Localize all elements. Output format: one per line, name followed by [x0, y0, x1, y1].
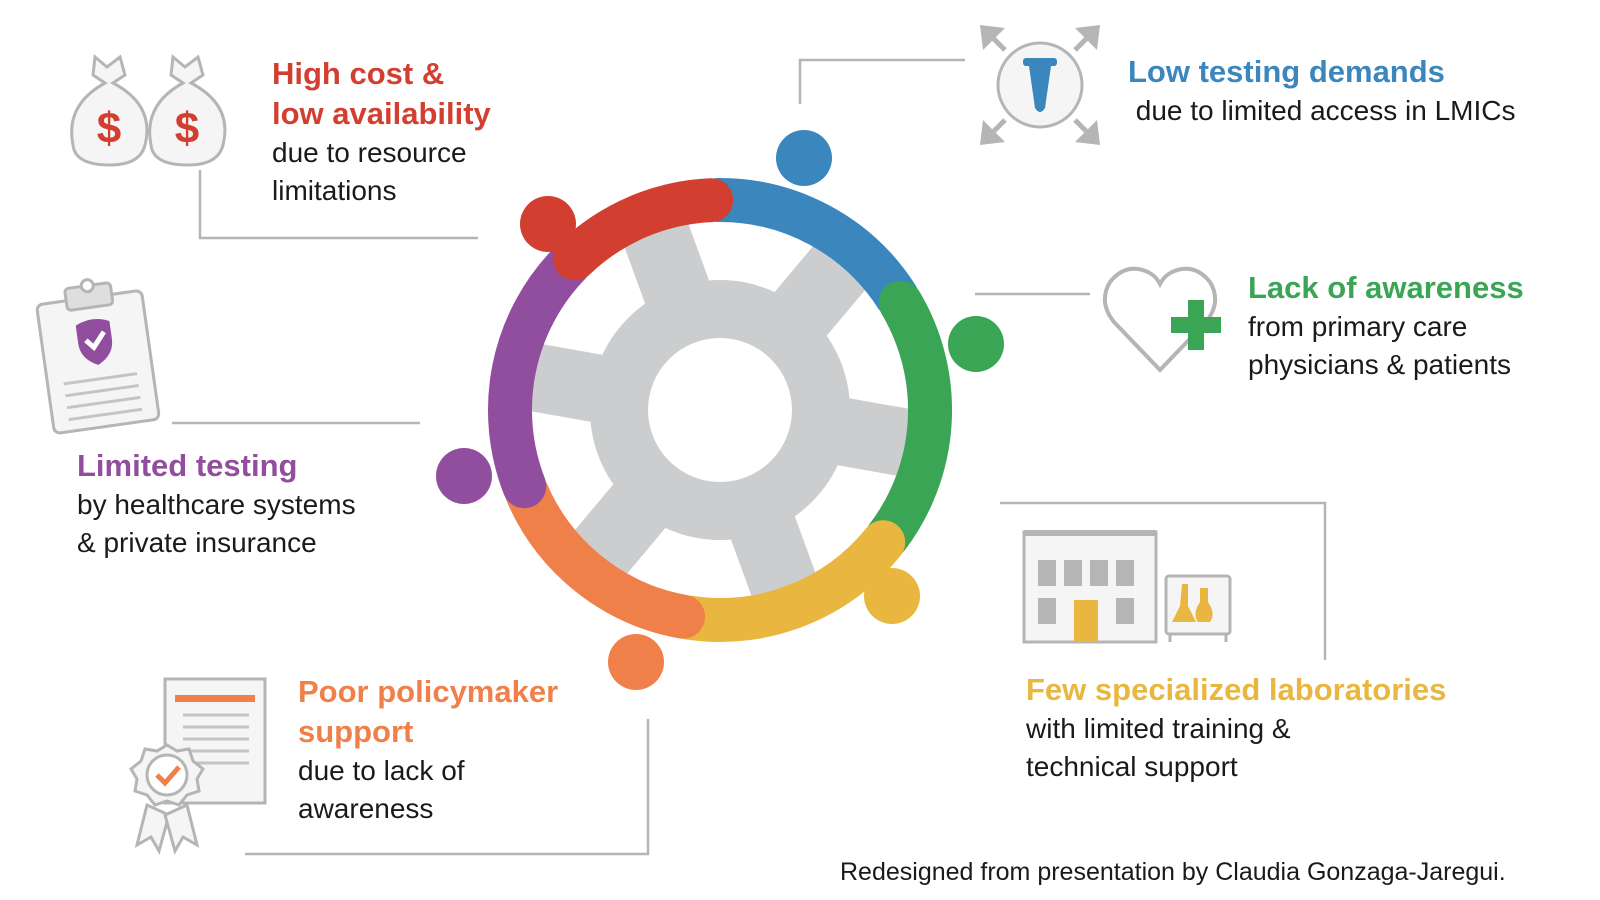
callout-low-testing-demands: Low testing demands due to limited acces… [1128, 52, 1516, 130]
callout-title: Lack of awareness [1248, 270, 1524, 305]
segment-purple [488, 241, 592, 509]
callout-title: low availability [272, 96, 491, 131]
callout-poor-policymaker-support: Poor policymaker support due to lack of … [298, 672, 558, 828]
callout-few-specialized-laboratories: Few specialized laboratories with limite… [1026, 670, 1446, 786]
callout-body: due to resource [272, 137, 467, 168]
callout-body: by healthcare systems [77, 489, 356, 520]
dollar-sign: $ [97, 104, 121, 153]
callout-body: & private insurance [77, 527, 317, 558]
callout-title: High cost & [272, 56, 445, 91]
heart-plus-icon [1102, 266, 1221, 373]
segment-green [865, 280, 952, 560]
callout-high-cost: High cost & low availability due to reso… [272, 54, 491, 210]
callout-body: technical support [1026, 751, 1238, 782]
person-head-green [948, 316, 1004, 372]
callout-title: Poor policymaker [298, 674, 559, 709]
segment-blue [695, 177, 919, 319]
callout-title: Few specialized laboratories [1026, 672, 1447, 707]
callout-title: support [298, 714, 414, 749]
person-head-purple [436, 448, 492, 504]
dollar-sign: $ [175, 104, 199, 153]
callout-body: from primary care [1248, 311, 1468, 342]
laboratory-building-icon [1022, 530, 1232, 644]
person-head-blue [776, 130, 832, 186]
callout-limited-testing: Limited testing by healthcare systems & … [77, 446, 356, 562]
source-credit: Redesigned from presentation by Claudia … [840, 858, 1506, 886]
segment-red [552, 178, 734, 281]
callout-title: Low testing demands [1128, 54, 1445, 89]
person-head-red [520, 196, 576, 252]
segment-yellow [667, 520, 906, 642]
certificate-icon [129, 677, 267, 855]
person-head-orange [608, 634, 664, 690]
callout-title: Limited testing [77, 448, 298, 483]
test-tube-expand-icon [980, 25, 1100, 145]
callout-body: physicians & patients [1248, 349, 1512, 380]
callout-body: limitations [272, 175, 397, 206]
segment-orange [504, 470, 706, 639]
teamwork-ring-diagram [436, 130, 1004, 690]
callout-lack-of-awareness: Lack of awareness from primary care phys… [1248, 268, 1524, 384]
callout-body: due to lack of [298, 755, 465, 786]
clipboard-shield-icon [35, 278, 161, 435]
callout-body: with limited training & [1026, 713, 1291, 744]
callout-body: awareness [298, 793, 434, 824]
person-head-yellow [864, 568, 920, 624]
money-bags-icon: $ $ [70, 54, 227, 167]
callout-body: due to limited access in LMICs [1128, 95, 1516, 126]
